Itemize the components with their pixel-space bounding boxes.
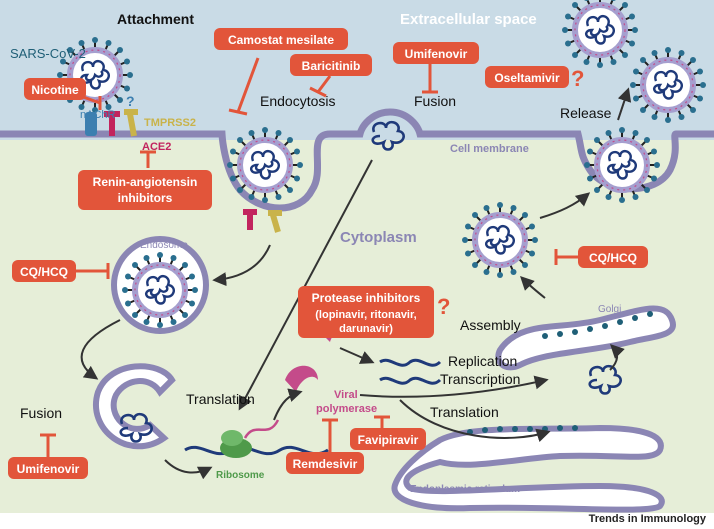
drug-raas: Renin-angiotensin inhibitors [78, 170, 212, 210]
drug-protease-line3: darunavir) [339, 323, 393, 335]
drug-raas-line2: inhibitors [118, 191, 173, 205]
drug-cqhcq-right: CQ/HCQ [578, 246, 648, 268]
drug-protease-inhibitors: Protease inhibitors (lopinavir, ritonavi… [298, 286, 434, 338]
mrna-strand [184, 445, 329, 456]
ribosome-small [221, 430, 243, 446]
translation-1-label: Translation [186, 391, 255, 407]
ace2-receptor [104, 111, 120, 136]
drug-camostat: Camostat mesilate [214, 28, 348, 50]
virion-endocytosis [227, 127, 303, 203]
drug-cqhcq-right-label: CQ/HCQ [589, 251, 637, 265]
drug-cqhcq-left-label: CQ/HCQ [20, 265, 68, 279]
drug-protease-line1: Protease inhibitors [312, 291, 421, 305]
drug-remdesivir-label: Remdesivir [293, 457, 358, 471]
ace2-receptor-pocket [243, 209, 257, 230]
endocytosis-label: Endocytosis [260, 93, 335, 109]
endoplasmic-reticulum [391, 424, 665, 513]
polymerase-label-2: polymerase [316, 403, 377, 415]
translation-2-label: Translation [430, 404, 499, 420]
transcription-label: Transcription [440, 371, 520, 387]
release-label: Release [560, 105, 612, 121]
cytoplasm-label: Cytoplasm [340, 229, 417, 246]
drug-umifenovir-top: Umifenovir [393, 42, 479, 64]
inhibition-lines [40, 57, 580, 457]
virion-released-2 [630, 47, 706, 123]
tmprss2-label: TMPRSS2 [144, 117, 196, 129]
cell-membrane-label: Cell membrane [450, 143, 529, 155]
journal-footer: Trends in Immunology [588, 513, 706, 525]
ace2-label: ACE2 [142, 141, 171, 153]
cell-membrane [0, 108, 714, 212]
drug-oseltamivir-label: Oseltamivir [494, 71, 560, 85]
drug-umifenovir-bottom-label: Umifenovir [17, 462, 80, 476]
attachment-label: Attachment [117, 11, 194, 27]
tmprss2-pocket [268, 210, 282, 233]
drug-cqhcq-left: CQ/HCQ [12, 260, 76, 282]
drug-umifenovir-top-label: Umifenovir [405, 47, 468, 61]
drug-oseltamivir: Oseltamivir [485, 66, 569, 88]
drug-nicotine-label: Nicotine [31, 83, 79, 97]
tmprss2-protease [124, 109, 138, 137]
fusion-bottom-label: Fusion [20, 405, 62, 421]
drug-umifenovir-bottom: Umifenovir [8, 457, 88, 479]
fusion-top-label: Fusion [414, 93, 456, 109]
drug-baricitinib-label: Baricitinib [302, 59, 361, 73]
polymerase-label-1: Viral [334, 389, 358, 401]
er-label: Endoplasmic reticulum [410, 484, 520, 495]
endosome-label: Endosome [140, 240, 188, 251]
replication-label: Replication [448, 353, 517, 369]
peptide-chain [243, 419, 280, 439]
extracellular-label: Extracellular space [400, 11, 537, 28]
assembly-label: Assembly [460, 317, 521, 333]
fusion-endosome [93, 363, 176, 450]
drug-nicotine: Nicotine [24, 78, 86, 100]
virion-assembled [462, 202, 538, 278]
virion-endosome [122, 252, 198, 328]
nachr-question-mark: ? [126, 93, 135, 109]
nachr-label: nAChR [80, 109, 116, 121]
viral-rna-strand-2 [379, 376, 442, 385]
drug-favipiravir: Favipiravir [350, 428, 426, 450]
ribosome-label: Ribosome [216, 470, 265, 481]
drug-baricitinib: Baricitinib [290, 54, 372, 76]
drug-raas-line1: Renin-angiotensin [93, 175, 198, 189]
process-arrows [80, 87, 632, 480]
virion-release-bud [584, 127, 660, 203]
protease-question-mark: ? [437, 294, 450, 319]
drug-favipiravir-label: Favipiravir [358, 433, 419, 447]
nachr-receptor [85, 112, 97, 136]
drug-camostat-label: Camostat mesilate [228, 33, 334, 47]
golgi [495, 305, 676, 371]
viral-rna-strand-1 [379, 358, 442, 367]
golgi-label: Golgi [598, 304, 621, 315]
golgi-spikes [542, 311, 653, 339]
virus-label: SARS-CoV-2 [10, 46, 86, 61]
drug-protease-line2: (lopinavir, ritonavir, [315, 309, 416, 321]
oseltamivir-question-mark: ? [571, 66, 584, 91]
polymerase-blob-1 [285, 365, 318, 392]
er-ribosomes [467, 425, 578, 435]
drug-remdesivir: Remdesivir [286, 452, 364, 474]
